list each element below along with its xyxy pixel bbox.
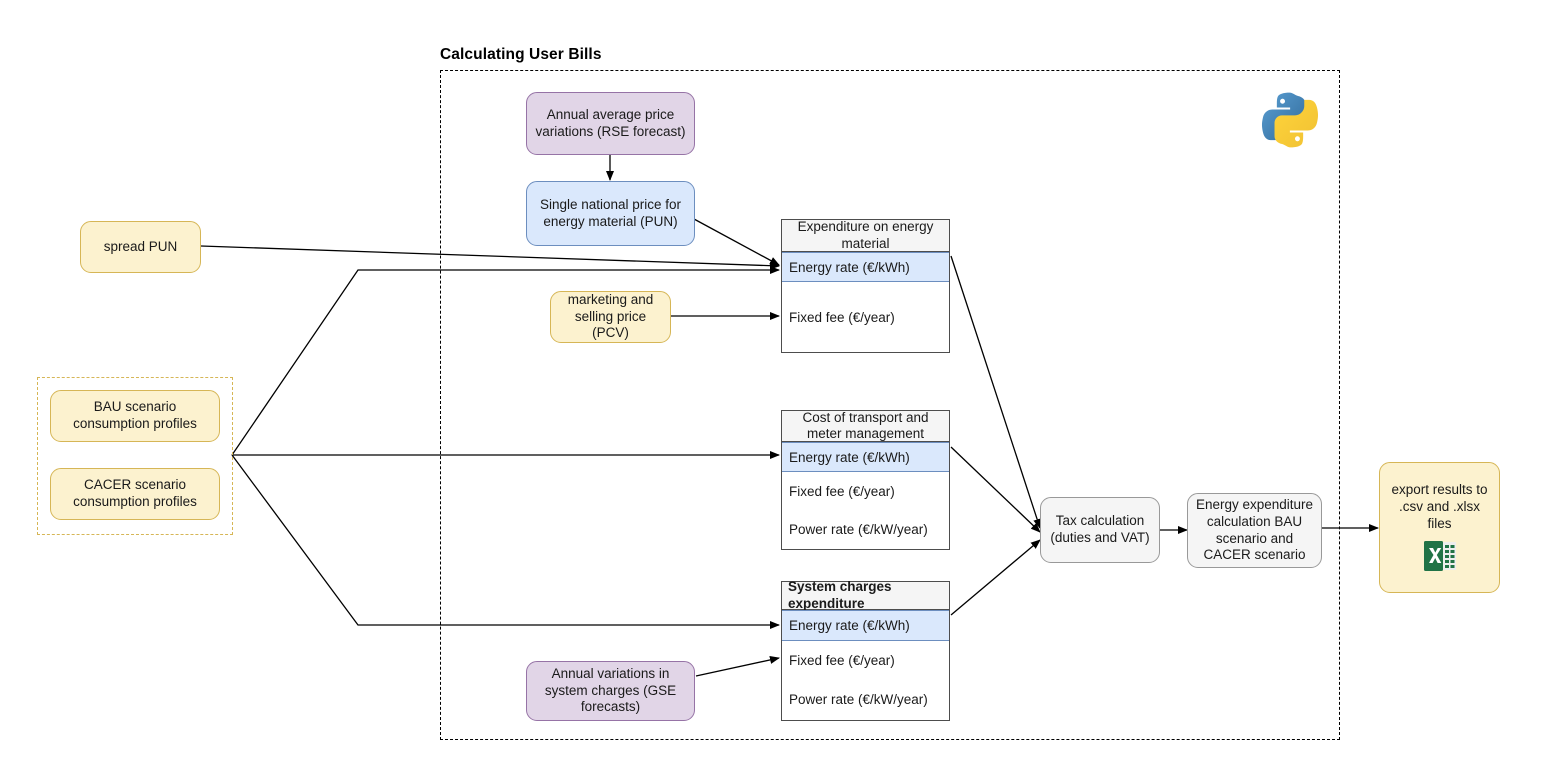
node-tax-calculation-line2: (duties and VAT) <box>1050 530 1150 545</box>
node-bau-profiles[interactable]: BAU scenario consumption profiles <box>50 390 220 442</box>
node-cacer-profiles[interactable]: CACER scenario consumption profiles <box>50 468 220 520</box>
node-energy-expenditure-calculation-label: Energy expenditure calculation BAU scena… <box>1195 496 1314 563</box>
excel-file-icon <box>1416 539 1464 573</box>
node-pcv[interactable]: marketing and selling price (PCV) <box>550 291 671 343</box>
table-expenditure-energy-material: Expenditure on energy material Energy ra… <box>781 219 950 353</box>
table-row[interactable]: Energy rate (€/kWh) <box>782 610 949 641</box>
container-title: Calculating User Bills <box>440 46 602 63</box>
node-export-results-label: export results to .csv and .xlsx files <box>1391 482 1488 531</box>
table-header: System charges expenditure <box>782 579 949 611</box>
node-spread-pun-label: spread PUN <box>103 238 178 254</box>
node-rse-forecast-label: Annual average price variations (RSE for… <box>535 106 686 139</box>
table-header: Expenditure on energy material <box>782 219 949 252</box>
node-pun-label: Single national price for energy materia… <box>539 196 682 229</box>
table-row[interactable]: Power rate (€/kW/year) <box>789 521 928 537</box>
table-system-charges-expenditure: System charges expenditure Energy rate (… <box>781 579 950 721</box>
table-row[interactable]: Fixed fee (€/year) <box>789 653 895 668</box>
node-energy-expenditure-calculation[interactable]: Energy expenditure calculation BAU scena… <box>1187 493 1322 568</box>
node-cacer-profiles-label: CACER scenario consumption profiles <box>73 477 197 509</box>
python-logo-icon <box>1258 88 1322 152</box>
node-tax-calculation-line1: Tax calculation <box>1055 513 1145 529</box>
node-spread-pun[interactable]: spread PUN <box>80 221 201 273</box>
table-row[interactable]: Energy rate (€/kWh) <box>782 252 949 282</box>
node-gse-forecast[interactable]: Annual variations in system charges (GSE… <box>526 661 695 721</box>
table-row[interactable]: Power rate (€/kW/year) <box>789 692 928 707</box>
node-pun[interactable]: Single national price for energy materia… <box>526 181 695 246</box>
node-rse-forecast[interactable]: Annual average price variations (RSE for… <box>526 92 695 155</box>
node-gse-forecast-label: Annual variations in system charges (GSE… <box>544 665 677 715</box>
table-header: Cost of transport and meter management <box>782 410 949 442</box>
node-bau-profiles-label: BAU scenario consumption profiles <box>73 399 197 431</box>
table-row[interactable]: Energy rate (€/kWh) <box>782 442 949 472</box>
consumption-profiles-group <box>37 377 233 535</box>
node-export-results[interactable]: export results to .csv and .xlsx files <box>1379 462 1500 593</box>
table-cost-transport-meter: Cost of transport and meter management E… <box>781 410 950 550</box>
node-tax-calculation[interactable]: Tax calculation (duties and VAT) <box>1040 497 1160 563</box>
node-pcv-label: marketing and selling price (PCV) <box>567 291 654 341</box>
table-row[interactable]: Fixed fee (€/year) <box>789 309 895 325</box>
table-row[interactable]: Fixed fee (€/year) <box>789 483 895 499</box>
